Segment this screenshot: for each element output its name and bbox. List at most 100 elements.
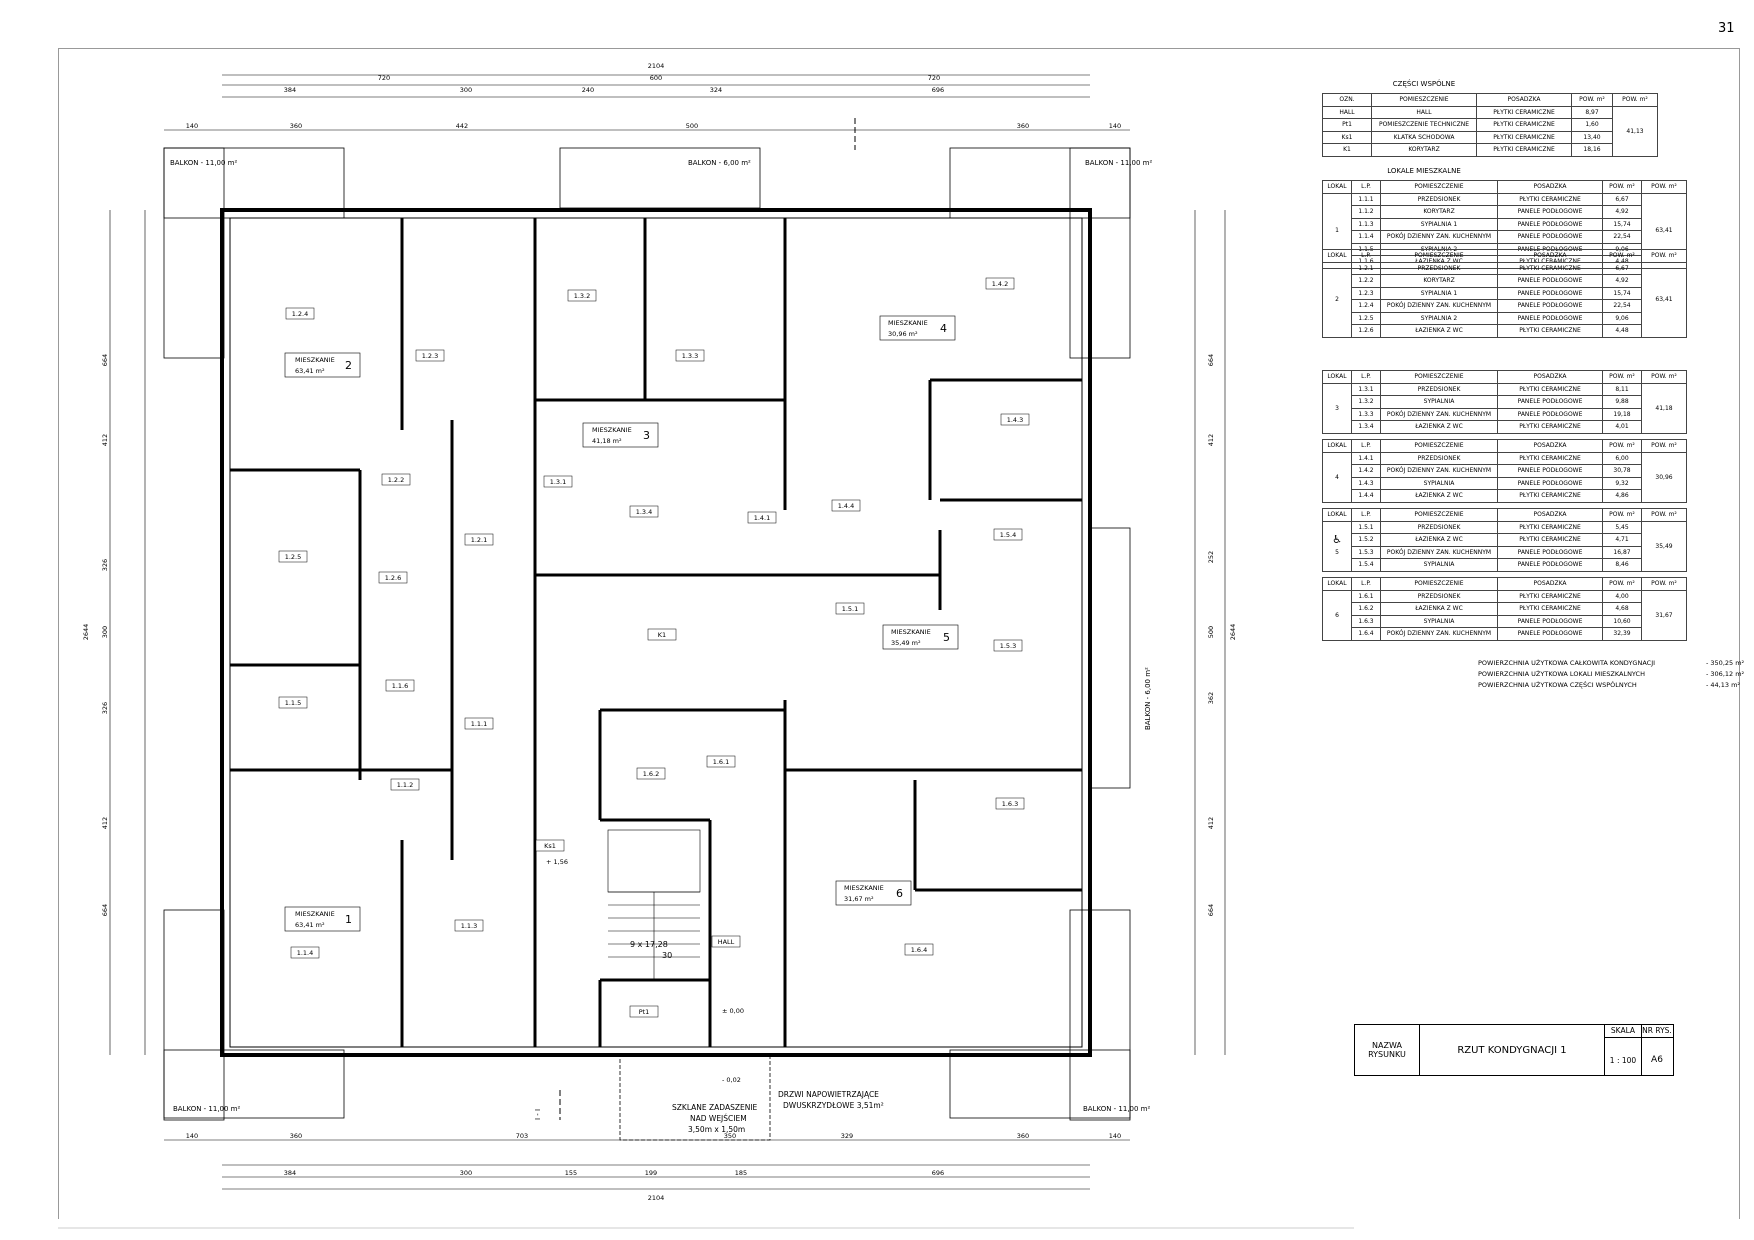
svg-text:1.6.1: 1.6.1: [713, 758, 730, 766]
header-cell: POMIESZCZENIE: [1380, 577, 1498, 591]
number-value: A6: [1651, 1055, 1663, 1065]
dimension-label: 600: [650, 74, 662, 82]
dimension-label: 384: [284, 1169, 296, 1177]
room-tag: 1.4.2: [985, 277, 1015, 290]
header-cell: L.P.: [1351, 370, 1381, 384]
dimension-label: 185: [735, 1169, 747, 1177]
table-cell: PŁYTKI CERAMICZNE: [1476, 130, 1572, 144]
header-cell: LOKAL: [1322, 249, 1352, 263]
room-tag: Pt1: [629, 1005, 659, 1018]
table-cell: 1.1.4: [1351, 230, 1381, 244]
svg-text:Pt1: Pt1: [639, 1008, 650, 1016]
drawing-title: RZUT KONDYGNACJI 1: [1420, 1025, 1605, 1075]
room-tag: 1.1.5: [278, 696, 308, 709]
table-cell: PŁYTKI CERAMICZNE: [1497, 533, 1603, 547]
apartment-tag-1: MIESZKANIE 63,41 m² 1: [284, 906, 361, 932]
dimension-label: 350: [724, 1132, 736, 1140]
table-cell: 30,78: [1602, 464, 1642, 478]
table-cell: PANELE PODŁOGOWE: [1497, 614, 1603, 628]
header-cell: LOKAL: [1322, 180, 1352, 194]
table-cell: 16,87: [1602, 545, 1642, 559]
room-tag: 1.2.4: [285, 307, 315, 320]
table-cell: 1.1.2: [1351, 205, 1381, 219]
table-cell: K1: [1322, 143, 1372, 157]
unit-total: 35,49: [1641, 520, 1687, 572]
table-cell: PŁYTKI CERAMICZNE: [1497, 589, 1603, 603]
table-cell: 22,54: [1602, 230, 1642, 244]
table-cell: 1.6.4: [1351, 627, 1381, 641]
summary-row: POWIERZCHNIA UŻYTKOWA CZĘŚCI WSPÓLNYCH- …: [1478, 680, 1744, 691]
svg-text:1.2.6: 1.2.6: [385, 574, 402, 582]
table-cell: POKÓJ DZIENNY ZAN. KUCHENNYM: [1380, 545, 1498, 559]
header-cell: LOKAL: [1322, 439, 1352, 453]
room-tag: Ks1: [535, 839, 565, 852]
apartment-tag-4: MIESZKANIE 30,96 m² 4: [879, 315, 956, 341]
svg-text:35,49 m²: 35,49 m²: [891, 639, 921, 647]
dimension-label: 155: [565, 1169, 577, 1177]
table-cell: SYPIALNIA 2: [1380, 311, 1498, 325]
unit-total: 30,96: [1641, 451, 1687, 503]
svg-text:1.2.2: 1.2.2: [388, 476, 405, 484]
table-cell: PANELE PODŁOGOWE: [1497, 299, 1603, 313]
table-cell: PŁYTKI CERAMICZNE: [1497, 520, 1603, 534]
room-tag: HALL: [711, 935, 741, 948]
room-tag: 1.3.3: [675, 349, 705, 362]
svg-text:Ks1: Ks1: [544, 842, 556, 850]
room-tag: 1.1.6: [385, 679, 415, 692]
table-cell: PANELE PODŁOGOWE: [1497, 476, 1603, 490]
header-cell: POW. m²: [1602, 508, 1642, 522]
header-cell: L.P.: [1351, 439, 1381, 453]
table-cell: PŁYTKI CERAMICZNE: [1497, 420, 1603, 434]
table-cell: PŁYTKI CERAMICZNE: [1476, 118, 1572, 132]
table-cell: 8,11: [1602, 382, 1642, 396]
page-number: 31: [1718, 21, 1735, 36]
room-tag: K1: [647, 628, 677, 641]
svg-text:1.2.1: 1.2.1: [471, 536, 488, 544]
header-cell: POW. m²: [1602, 249, 1642, 263]
dimension-label: 360: [1017, 1132, 1029, 1140]
svg-text:63,41 m²: 63,41 m²: [295, 921, 325, 929]
svg-text:1.1.2: 1.1.2: [397, 781, 414, 789]
dimension-label: 362: [1207, 692, 1215, 704]
dimension-label: 664: [101, 904, 109, 916]
header-cell: POMIESZCZENIE: [1380, 180, 1498, 194]
balcony-label: BALKON - 6,00 m²: [688, 159, 751, 167]
header-cell: L.P.: [1351, 249, 1381, 263]
header-cell: POW. m²: [1641, 180, 1687, 194]
table-cell: PŁYTKI CERAMICZNE: [1497, 261, 1603, 275]
canopy-label: SZKLANE ZADASZENIE: [672, 1103, 758, 1112]
table-cell: 1.6.3: [1351, 614, 1381, 628]
table-cell: 4,92: [1602, 274, 1642, 288]
room-tag: 1.4.1: [747, 511, 777, 524]
header-cell: POW. m²: [1612, 93, 1658, 107]
table-cell: 4,92: [1602, 205, 1642, 219]
dimension-label: 360: [1017, 122, 1029, 130]
table-cell: KLATKA SCHODOWA: [1371, 130, 1477, 144]
table-cell: ŁAZIENKA Z WC: [1380, 602, 1498, 616]
dimension-label: 442: [456, 122, 468, 130]
summary-label: POWIERZCHNIA UŻYTKOWA CAŁKOWITA KONDYGNA…: [1478, 659, 1656, 667]
table-cell: POMIESZCZENIE TECHNICZNE: [1371, 118, 1477, 132]
summary-row: POWIERZCHNIA UŻYTKOWA LOKALI MIESZKALNYC…: [1478, 669, 1744, 680]
unit-total: 31,67: [1641, 589, 1687, 641]
header-cell: POMIESZCZENIE: [1380, 370, 1498, 384]
table-cell: PRZEDSIONEK: [1380, 451, 1498, 465]
table-cell: KORYTARZ: [1371, 143, 1477, 157]
dimension-label: 412: [1207, 434, 1215, 446]
dimension-label: 412: [101, 434, 109, 446]
svg-text:1.1.1: 1.1.1: [471, 720, 488, 728]
dimension-label: 140: [1109, 1132, 1121, 1140]
dimension-label: 696: [932, 86, 944, 94]
dimension-label: 140: [186, 1132, 198, 1140]
table-cell: PANELE PODŁOGOWE: [1497, 217, 1603, 231]
room-tag: 1.3.1: [543, 475, 573, 488]
